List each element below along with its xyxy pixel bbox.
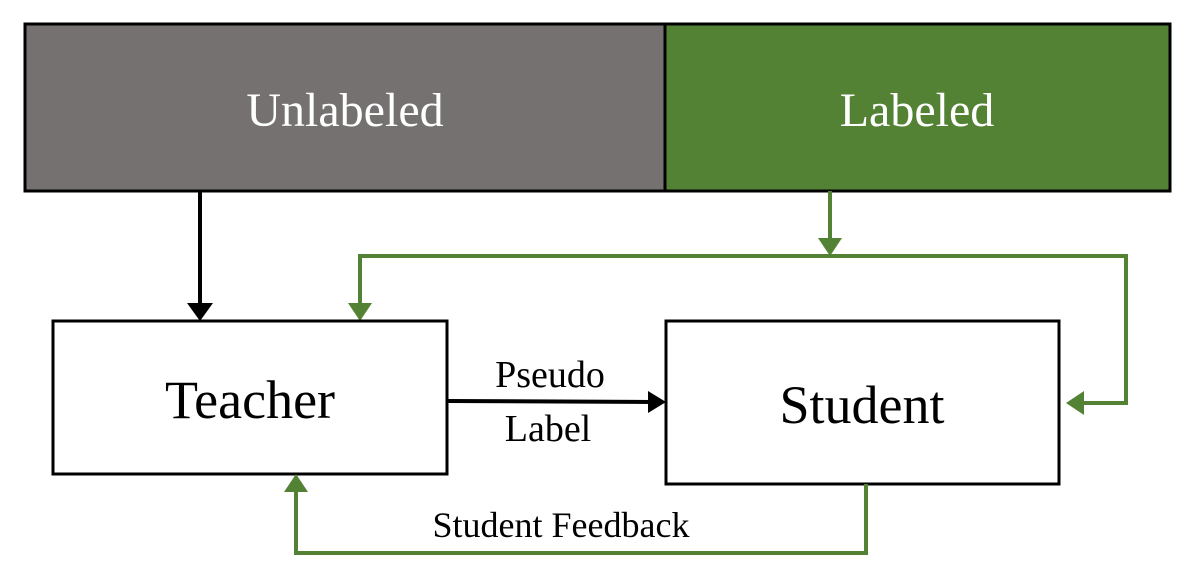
labeled-down-arrow [818, 191, 842, 256]
pseudo-label-arrow [446, 391, 666, 413]
student-feedback-label: Student Feedback [433, 505, 690, 545]
pseudo-label-line2: Label [505, 408, 592, 450]
unlabeled-to-teacher-arrow [187, 191, 213, 321]
unlabeled-block [23, 22, 667, 193]
student-label: Student [779, 375, 944, 435]
teacher-box [51, 319, 449, 476]
unlabeled-label: Unlabeled [246, 84, 443, 137]
student-feedback-arrow [284, 474, 868, 555]
teacher-label: Teacher [165, 370, 335, 430]
labeled-block [663, 22, 1172, 193]
student-box [664, 319, 1061, 486]
labeled-label: Labeled [840, 84, 995, 137]
pseudo-label-line1: Pseudo [495, 354, 605, 396]
labeled-distribution-arrow [348, 254, 1128, 415]
